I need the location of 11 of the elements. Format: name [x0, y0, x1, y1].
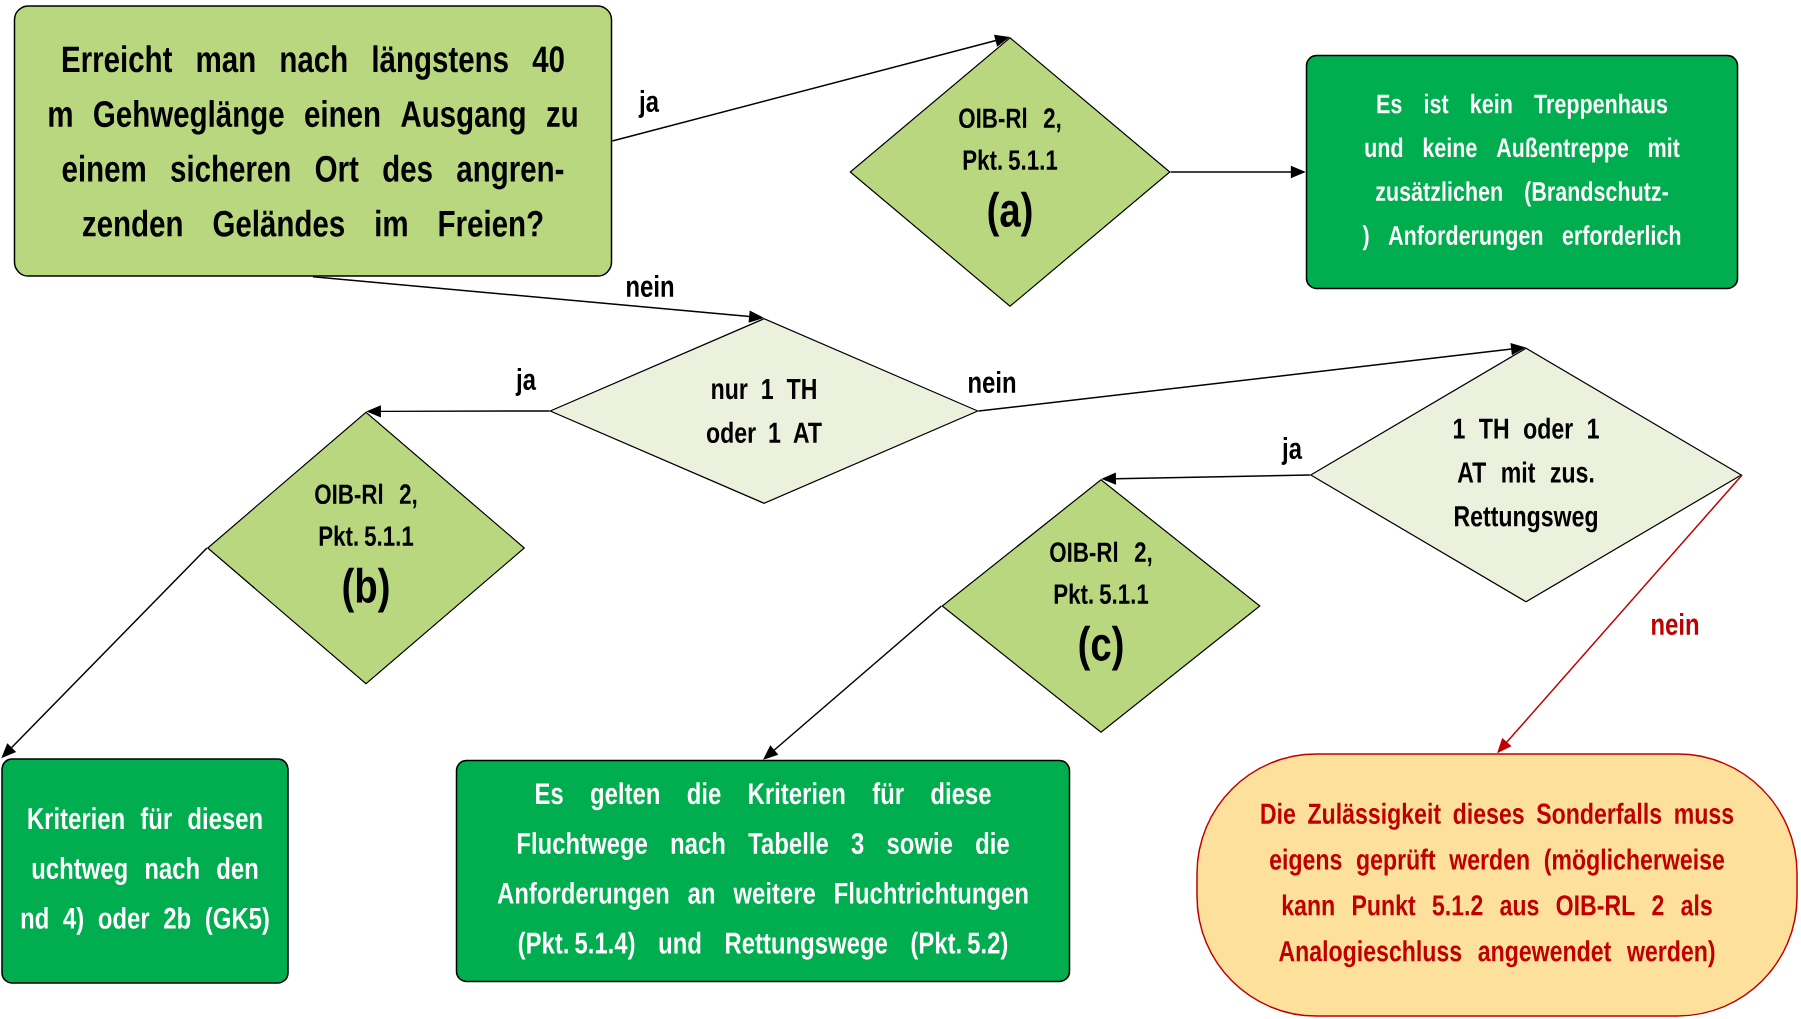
process-box: Erreicht man nach längstens 40 m Gehweglänge einen Ausgang zu einem sicheren Ort des angren- zenden Geländes im Freien? — [13, 5, 613, 277]
result-box: Es ist kein Treppenhaus und keine Außentreppe mit zusätzlichen (Brandschutz-) Anforderungen erforderlich — [1305, 54, 1739, 290]
arrow — [763, 605, 943, 760]
edge-label: nein — [1648, 611, 1702, 637]
result-box: Es gelten die Kriterien für diese Fluchtwege nach Tabelle 3 sowie die Anforderungen an weitere Fluchtrichtungen (Pkt. 5.1.4) und Rettungswege (Pkt. 5.2) — [455, 759, 1071, 983]
result-box: Kriterien für diesen uchtweg nach den nd 4) oder 2b (GK5) — [1, 758, 289, 984]
edge-label: ja — [514, 366, 538, 398]
note-oval: Die Zulässigkeit dieses Sonderfalls muss eigens geprüft werden (möglicherweise kann Punkt 5.1.2 aus OIB-RL 2 als Analogieschluss angewendet werden) — [1196, 753, 1798, 1017]
edge-label: ja — [1280, 435, 1304, 467]
edge-label: nein — [623, 273, 677, 299]
edge-label: ja — [637, 88, 661, 120]
